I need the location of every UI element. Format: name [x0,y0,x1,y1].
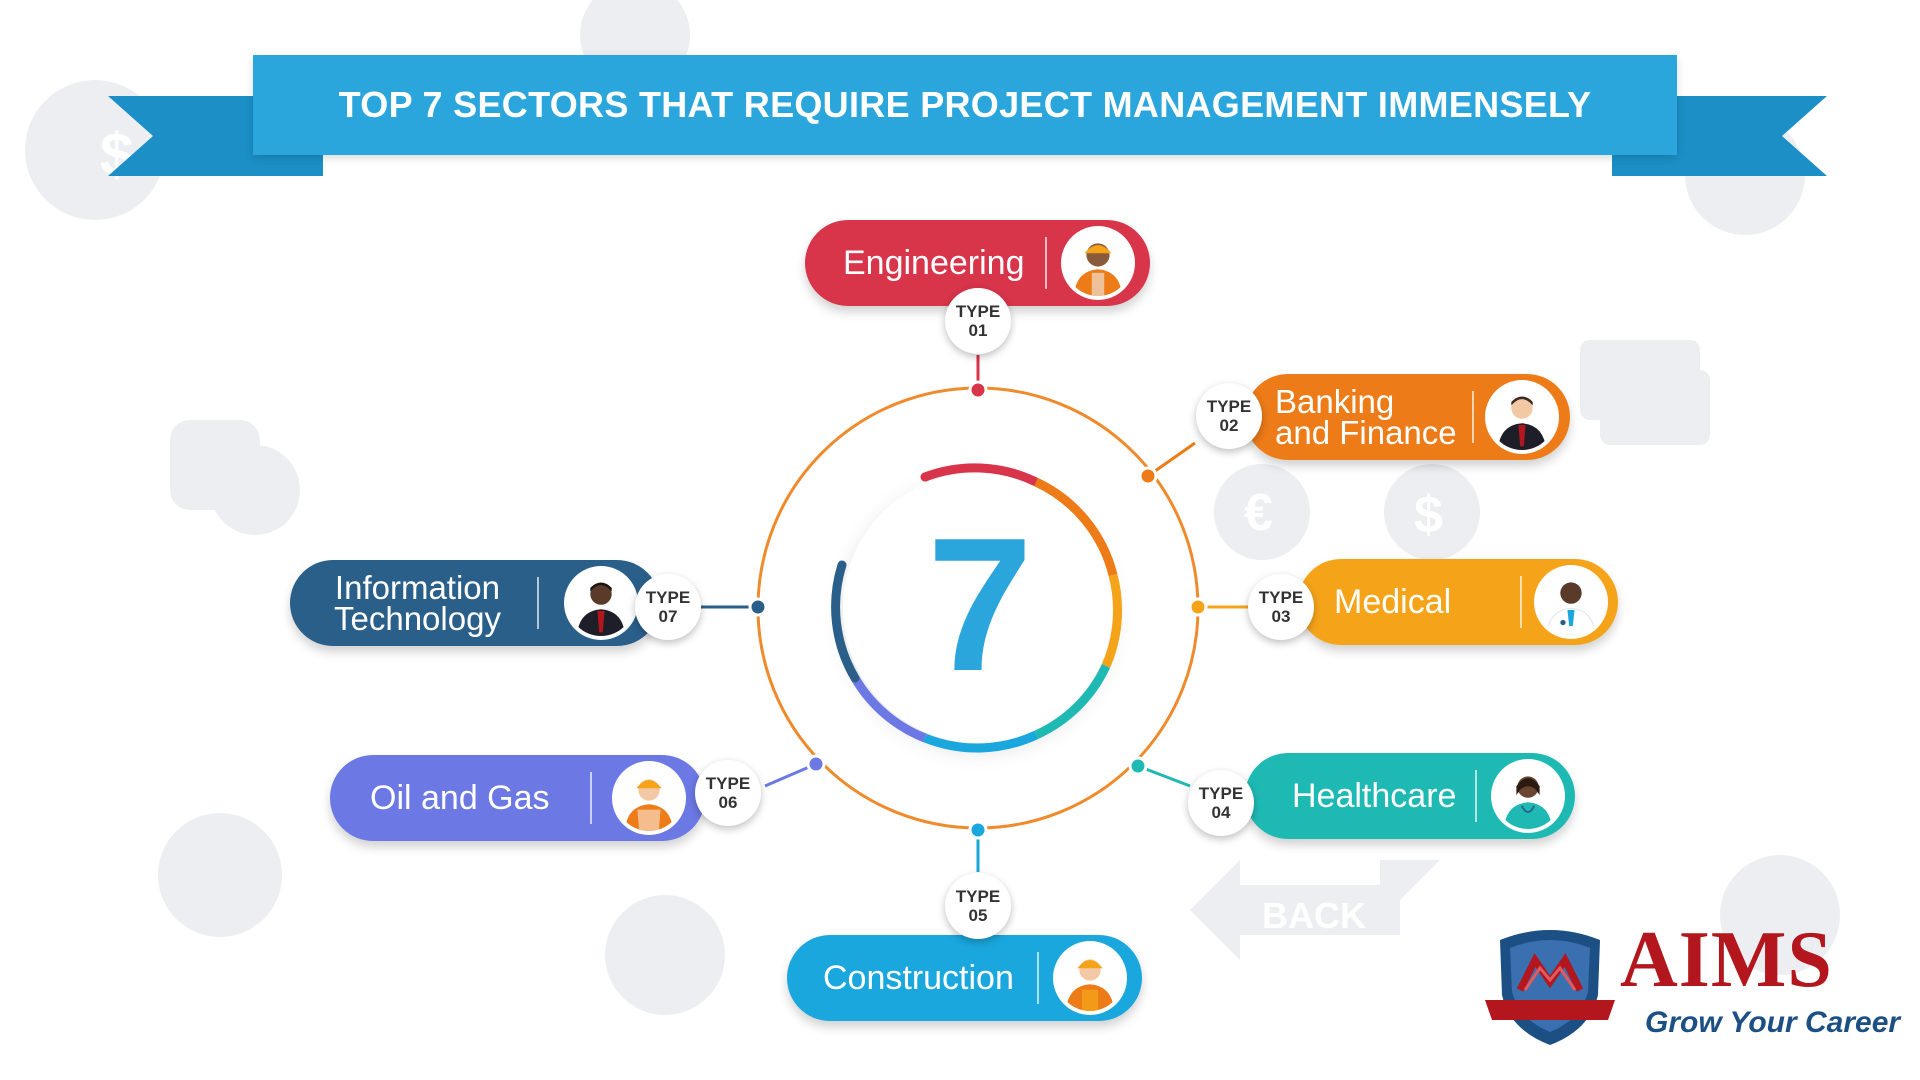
businessman-avatar-icon [1485,380,1559,454]
pill-divider [590,772,592,824]
pill-divider [1045,237,1047,289]
sector-pill-information-technology: Information Technology [290,560,660,646]
arc-segment-teal [1034,664,1111,740]
badge-type-number: 05 [968,906,988,925]
sector-label-line2: and Finance [1275,414,1457,451]
type-badge-05: TYPE 05 [945,873,1011,939]
sector-label-line1: Banking [1275,383,1395,420]
badge-type-word: TYPE [705,774,751,793]
sector-pill-engineering: Engineering [805,220,1150,306]
badge-type-number: 07 [658,607,678,626]
doctor-avatar-icon [1534,565,1608,639]
arc-segment-yellow [1101,573,1123,668]
pill-divider [1037,952,1039,1004]
connector-type-05 [968,820,988,872]
badge-type-number: 01 [968,321,988,340]
badge-type-number: 02 [1219,416,1239,435]
connector-type-07 [700,597,768,617]
badge-type-word: TYPE [645,588,691,607]
page-title: TOP 7 SECTORS THAT REQUIRE PROJECT MANAG… [338,84,1592,125]
sector-label-line1: Information [334,569,501,606]
type-badge-06: TYPE 06 [695,760,761,826]
arc-segment-orange [1034,477,1118,577]
sector-label: Construction [823,959,1014,997]
sector-label: Healthcare [1292,777,1457,815]
connector-type-06 [764,754,826,788]
cash-back-watermark-line1: CASH [1262,849,1364,890]
cash-back-arrow-icon [1190,860,1440,960]
arc-segment-navy [831,560,860,683]
euro-coin-icon [1214,464,1310,560]
pill-divider [537,577,539,629]
sector-pill-healthcare: Healthcare [1245,753,1575,839]
pie-chart-icon [605,895,725,1015]
engineer-avatar-icon [1061,226,1135,300]
sector-label-line2: Technology [334,600,501,637]
pill-divider [1520,576,1522,628]
inner-disc [843,473,1113,743]
arc-segment-purple [851,675,927,743]
sector-label: Engineering [843,244,1025,282]
dollar-coin-icon [1384,464,1480,560]
badge-type-word: TYPE [955,302,1001,321]
badge-type-number: 04 [1211,803,1231,822]
pill-divider [1475,770,1477,822]
cash-back-watermark-line2: BACK [1262,895,1366,936]
center-number: 7 [927,499,1033,711]
type-badge-04: TYPE 04 [1188,770,1254,836]
title-banner: TOP 7 SECTORS THAT REQUIRE PROJECT MANAG… [253,55,1677,155]
connector-type-02 [1138,441,1196,486]
logo-tagline: Grow Your Career [1645,1006,1901,1039]
aims-logo: AIMS Grow Your Career [1480,916,1900,1050]
arc-segment-red [920,463,1041,487]
oil-worker-avatar-icon [612,761,686,835]
badge-type-word: TYPE [955,887,1001,906]
credit-card-icon [1600,370,1710,445]
euro-symbol: € [1244,484,1273,542]
coin-stack-icon [170,420,260,510]
badge-type-word: TYPE [1198,784,1244,803]
type-badge-01: TYPE 01 [945,288,1011,354]
arc-segment-blue [923,730,1038,753]
type-badge-03: TYPE 03 [1248,574,1314,640]
sector-label: Information Technology [334,569,501,637]
sector-label: Oil and Gas [370,779,550,817]
pill-divider [1472,391,1474,443]
aims-shield-emblem-icon [1485,930,1615,1045]
logo-name: AIMS [1620,916,1833,1004]
type-badge-07: TYPE 07 [635,574,701,640]
nurse-avatar-icon [1491,759,1565,833]
connector-type-01 [968,355,988,400]
sector-label: Banking and Finance [1275,383,1457,451]
badge-type-number: 06 [718,793,738,812]
coin-icon [1720,855,1840,975]
sector-pill-construction: Construction [787,935,1142,1021]
sector-pill-medical: Medical [1298,559,1618,645]
it-professional-avatar-icon [564,566,638,640]
sector-pill-oil-and-gas: Oil and Gas [330,755,705,841]
badge-type-word: TYPE [1206,397,1252,416]
sector-pill-banking-and-finance: Banking and Finance [1245,374,1570,460]
badge-type-word: TYPE [1258,588,1304,607]
type-badge-02: TYPE 02 [1196,383,1262,449]
dollar-symbol: $ [1414,486,1443,544]
connector-type-04 [1128,756,1191,788]
construction-worker-avatar-icon [1053,941,1127,1015]
badge-type-number: 03 [1271,607,1291,626]
connector-type-03 [1188,597,1250,617]
sector-label: Medical [1334,583,1452,621]
dollar-symbol: $ [100,121,133,188]
discount-arrow-icon [158,813,282,937]
